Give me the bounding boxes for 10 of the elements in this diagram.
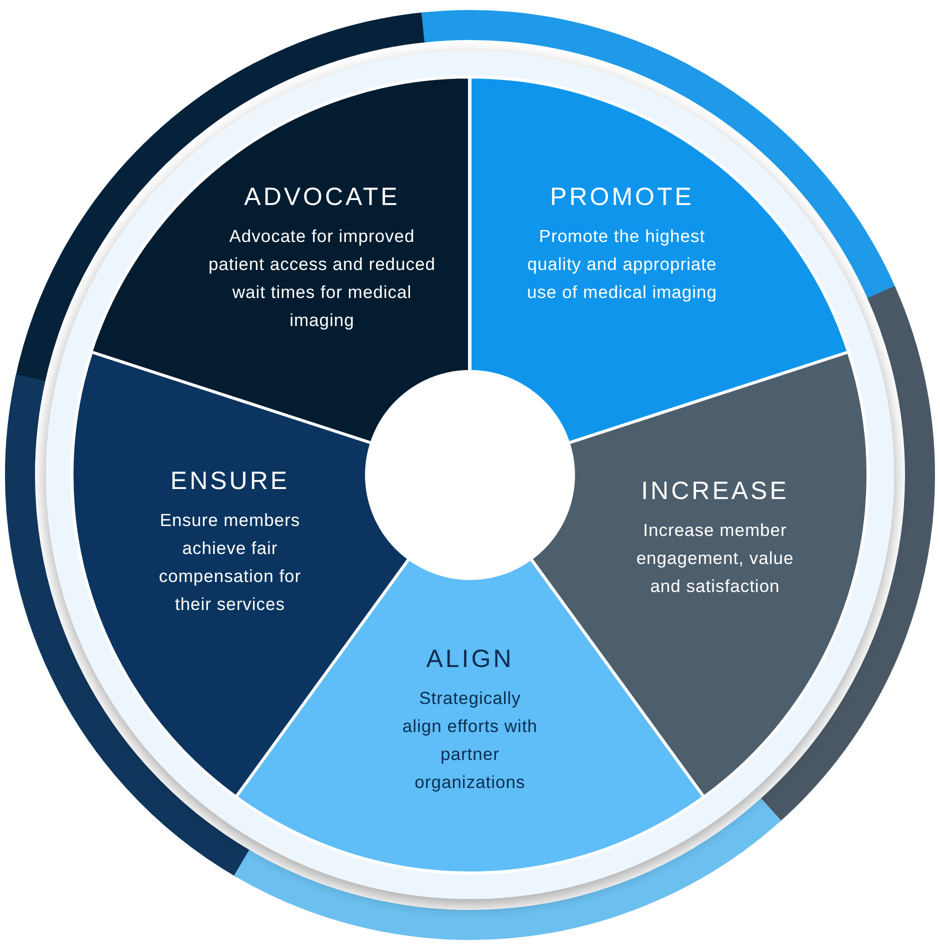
segment-heading: ADVOCATE (243, 182, 401, 212)
segment-description: Advocate for improved patient access and reduced wait times for medical imaging (208, 225, 436, 332)
segment-heading: ALIGN (425, 644, 515, 674)
segment-description: Increase member engagement, value and satisfaction (635, 518, 795, 598)
segment-description: Ensure members achieve fair compensation for their services (158, 508, 302, 616)
segment-description: Strategically align efforts with partner organizations (401, 687, 539, 794)
segment-heading: PROMOTE (549, 182, 695, 212)
segment-heading: INCREASE (640, 476, 790, 506)
segment-description: Promote the highest quality and appropriate use of medical imaging (526, 225, 718, 304)
segment-heading: ENSURE (169, 466, 291, 496)
